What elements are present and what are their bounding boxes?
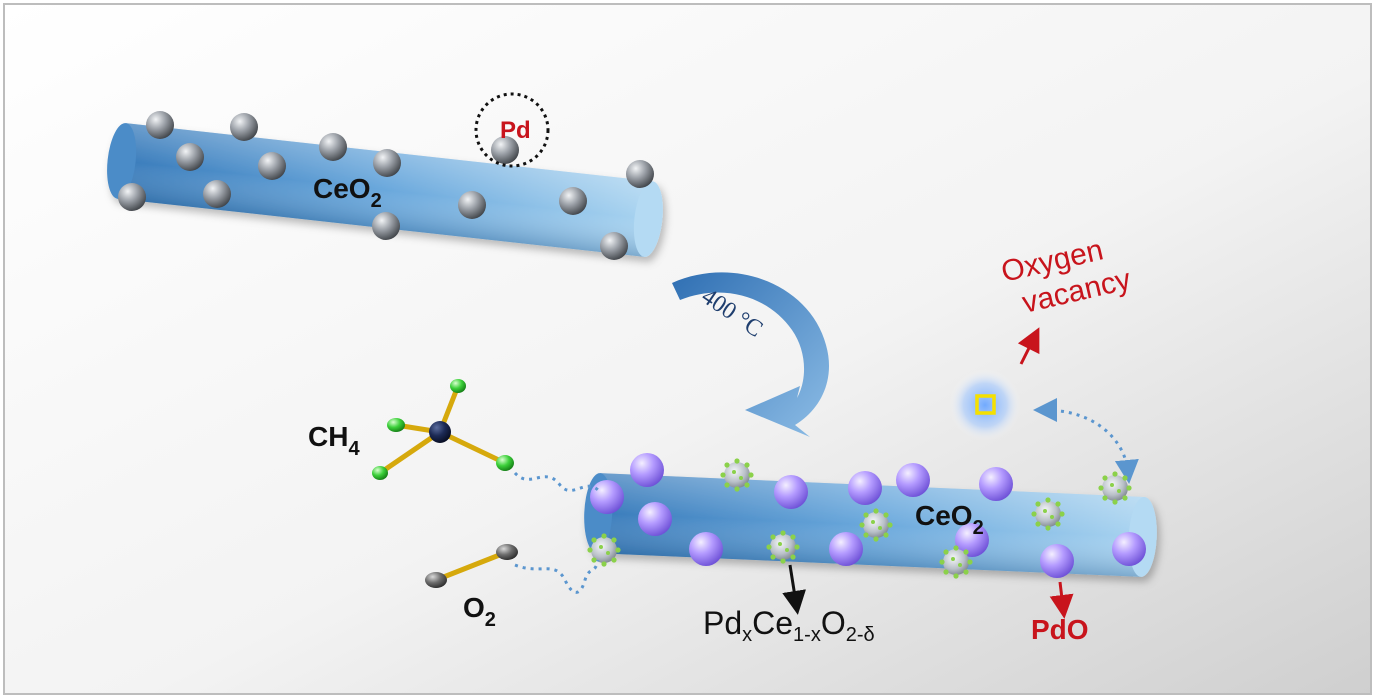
vacancy-pointer-arrow (1017, 327, 1040, 365)
ch4-main: CH (308, 421, 348, 452)
pd-label: Pd (500, 117, 531, 144)
o2-molecule (425, 544, 518, 588)
pdo-particle (955, 523, 989, 557)
ss-o: O (821, 605, 846, 641)
o2-label: O2 (463, 592, 496, 631)
o2-sub: 2 (485, 609, 496, 631)
pdo-particle (1040, 544, 1074, 578)
solid-solution-label: PdxCe1-xO2-δ (703, 605, 875, 646)
ceo2-bottom-label: CeO2 (915, 500, 984, 539)
pd-particle (146, 111, 174, 139)
pdo-label: PdO (1031, 614, 1089, 645)
pd-particle (373, 149, 401, 177)
pdo-particle (638, 502, 672, 536)
heating-arrow (672, 272, 830, 437)
solid-solution-cluster (1031, 497, 1065, 531)
solid-solution-cluster (766, 530, 800, 564)
solid-solution-cluster (587, 533, 621, 567)
pd-particle (203, 180, 231, 208)
ceo2-top-main: CeO (313, 173, 371, 204)
solid-solution-cluster (720, 458, 754, 492)
solid-solution-cluster (1098, 471, 1132, 505)
pdo-particle (630, 453, 664, 487)
pdo-particle (979, 467, 1013, 501)
pdo-particle (590, 480, 624, 514)
pd-particle (118, 183, 146, 211)
pdo-particle (848, 471, 882, 505)
background-panel (3, 3, 1372, 695)
pd-particle (176, 143, 204, 171)
ch4-path (513, 471, 600, 492)
pd-particle (600, 232, 628, 260)
pd-particle (626, 160, 654, 188)
solid-solution-cluster (939, 545, 973, 579)
pd-particle (319, 133, 347, 161)
ss-x2: 1-x (793, 624, 821, 646)
ceo2-bottom-sub: 2 (973, 517, 984, 539)
pdo-particle (829, 532, 863, 566)
pdo-particle (896, 463, 930, 497)
ceo2-bottom-main: CeO (915, 500, 973, 531)
ss-pd: Pd (703, 605, 742, 641)
vacancy-glow (949, 369, 1021, 441)
o2-main: O (463, 592, 485, 623)
pdo-particle (689, 532, 723, 566)
pdo-pointer (1049, 581, 1074, 619)
ceo2-top-label: CeO2 (313, 173, 382, 212)
oxygen-vacancy-square (975, 394, 996, 415)
ch4-sub: 4 (348, 438, 360, 460)
ss-delta: 2-δ (846, 624, 875, 646)
pdo-particle (774, 475, 808, 509)
pd-particle (491, 136, 519, 164)
pd-particle (230, 113, 258, 141)
solid-solution-cluster (859, 508, 893, 542)
top-ceo2-rod (107, 123, 663, 257)
pd-particle (258, 152, 286, 180)
pdo-particles (590, 453, 1146, 578)
pd-particle (458, 191, 486, 219)
ch4-molecule (372, 379, 514, 480)
pd-particle (559, 187, 587, 215)
pdo-particle (1112, 532, 1146, 566)
ss-ce: Ce (752, 605, 793, 641)
pd-particle (372, 212, 400, 240)
ch4-label: CH4 (308, 421, 360, 460)
pd-particles (118, 111, 654, 260)
ceo2-top-sub: 2 (371, 190, 382, 212)
pd-highlight-circle (474, 92, 550, 168)
solid-solution-pointer (782, 564, 806, 615)
ss-x1: x (742, 624, 752, 646)
